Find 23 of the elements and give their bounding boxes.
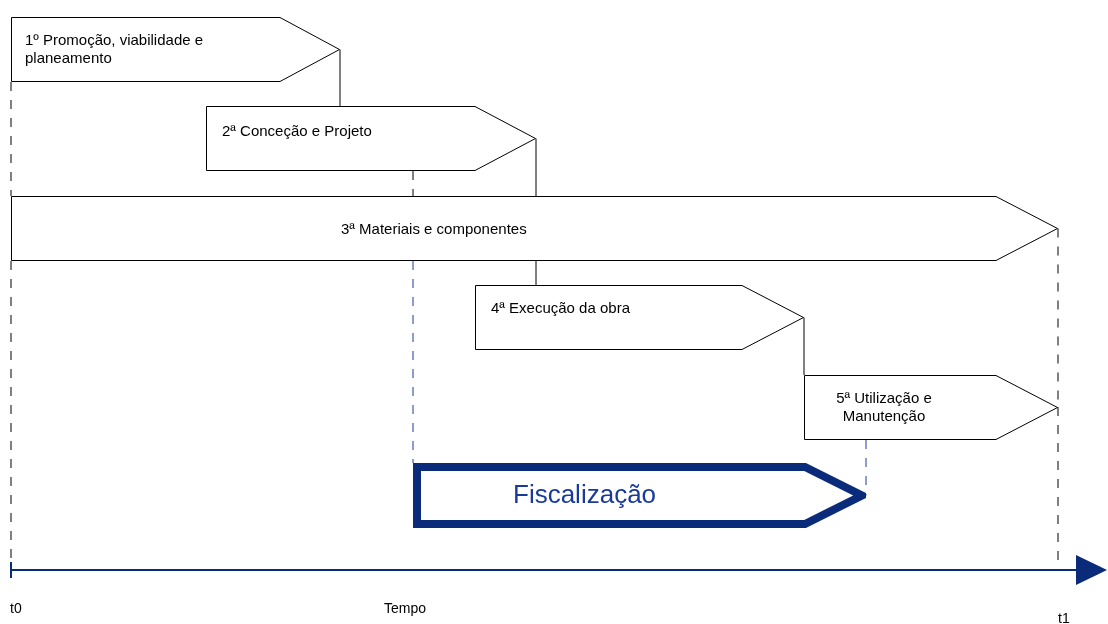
- connector-line: [865, 439, 867, 496]
- phase-label: Fiscalização: [513, 479, 658, 509]
- connector-line: [803, 317, 805, 376]
- phase-band: [475, 285, 804, 350]
- connector-line: [412, 170, 414, 197]
- connector-line: [535, 260, 537, 286]
- phase-label: 3ª Materiais e componentes: [341, 220, 528, 238]
- axis-label: t0: [10, 599, 22, 618]
- phase-band: [11, 196, 1058, 261]
- phase-label: 4ª Execução da obra: [491, 299, 631, 317]
- connector-line: [535, 138, 537, 197]
- phase-band: [206, 106, 536, 171]
- connector-line: [412, 260, 414, 464]
- supervision-band: [413, 463, 866, 528]
- connector-line: [339, 49, 341, 107]
- phase-label: 1º Promoção, viabilidade e planeamento: [25, 31, 205, 67]
- phase-band: [11, 17, 340, 82]
- phase-band: [804, 375, 1058, 440]
- phase-label: 2ª Conceção e Projeto: [222, 122, 373, 140]
- connector-line: [10, 81, 12, 197]
- axis-label: Tempo: [384, 599, 427, 618]
- phase-label: 5ª Utilização e Manutenção: [835, 389, 933, 425]
- axis-label: t1: [1058, 609, 1070, 624]
